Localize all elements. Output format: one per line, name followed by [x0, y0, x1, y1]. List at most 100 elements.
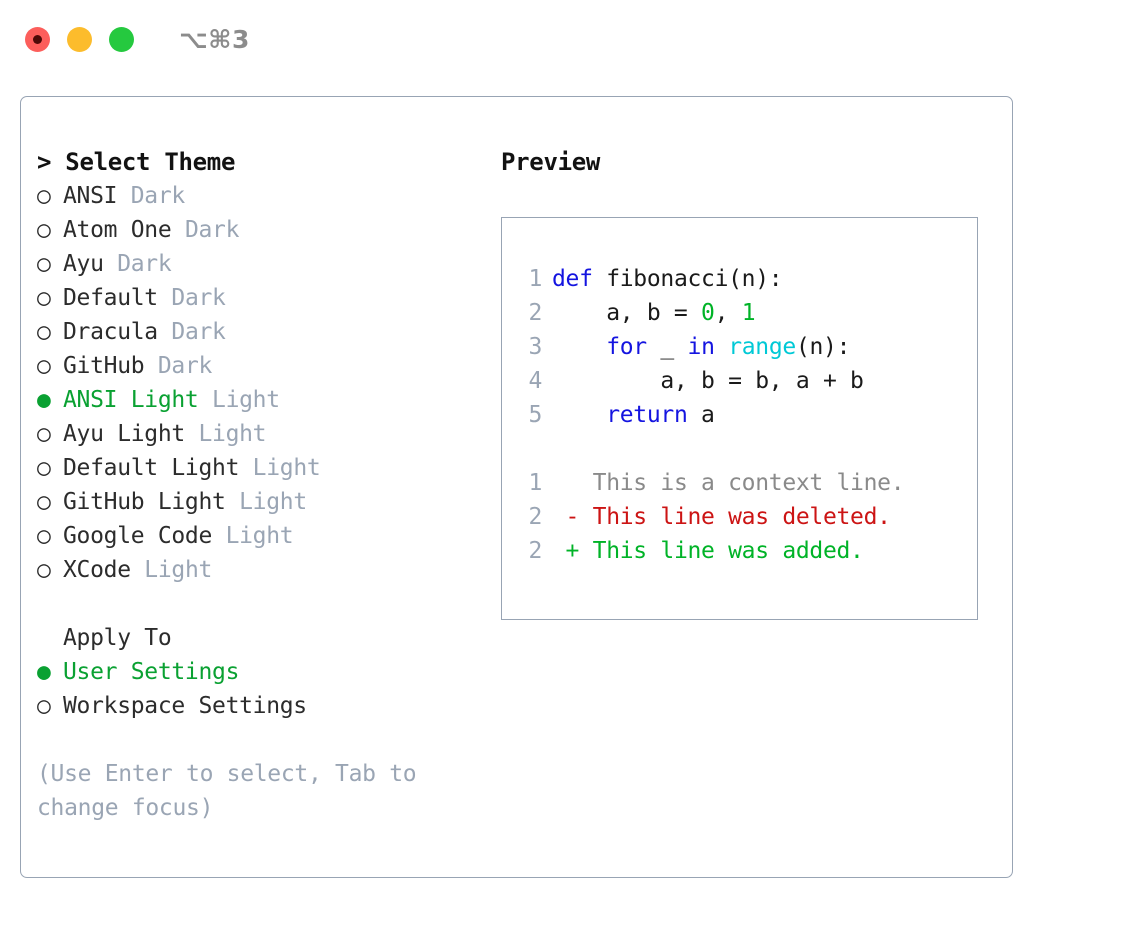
theme-option-google-code[interactable]: ○ Google Code Light [37, 519, 487, 553]
apply-to-option-user-settings[interactable]: ● User Settings [37, 655, 487, 689]
theme-option-ansi-light[interactable]: ● ANSI Light Light [37, 383, 487, 417]
code-token-num: 0 [701, 300, 715, 326]
apply-to-option-workspace-settings[interactable]: ○ Workspace Settings [37, 689, 487, 723]
line-number: 2 [528, 538, 542, 564]
theme-option-variant: Light [130, 557, 213, 583]
theme-option-label: Atom One [63, 217, 172, 243]
code-line: 5 return a [516, 398, 977, 432]
radio-empty-icon: ○ [37, 455, 51, 481]
minimize-button[interactable] [67, 26, 92, 52]
line-number: 1 [528, 470, 542, 496]
theme-option-variant: Dark [157, 285, 226, 311]
radio-selected-icon: ● [37, 387, 51, 413]
radio-empty-icon: ○ [37, 489, 51, 515]
diff-marker [552, 470, 593, 496]
diff-line-add: 2 + This line was added. [516, 534, 977, 568]
main-panel: > Select Theme ○ANSI Dark○Atom One Dark○… [20, 96, 1013, 878]
radio-empty-icon: ○ [37, 183, 51, 209]
radio-empty-icon: ○ [37, 353, 51, 379]
code-token-txt [552, 402, 606, 428]
theme-option-dracula[interactable]: ○Dracula Dark [37, 315, 487, 349]
theme-option-label: Google Code [63, 523, 213, 549]
theme-option-ansi[interactable]: ○ANSI Dark [37, 179, 487, 213]
keyboard-hint-text: (Use Enter to select, Tab to change focu… [37, 761, 417, 821]
line-number: 4 [528, 368, 542, 394]
radio-empty-icon: ○ [37, 285, 51, 311]
code-token-txt: a, b = b, a + b [552, 368, 864, 394]
code-token-txt [715, 334, 729, 360]
diff-text: This line was added. [592, 538, 864, 564]
code-token-txt: a [687, 402, 715, 428]
code-line: 2 a, b = 0, 1 [516, 296, 977, 330]
theme-option-label: GitHub [63, 353, 145, 379]
theme-option-default-light[interactable]: ○Default Light Light [37, 451, 487, 485]
code-token-fn: range [728, 334, 796, 360]
theme-option-label: Ayu Light [63, 421, 185, 447]
window-shortcut-label: ⌥⌘3 [179, 24, 250, 54]
code-token-txt: a, b = [552, 300, 702, 326]
theme-option-variant: Dark [171, 217, 240, 243]
theme-option-ayu-light[interactable]: ○Ayu Light Light [37, 417, 487, 451]
apply-to-option-label: Workspace Settings [63, 693, 307, 719]
line-number: 2 [528, 504, 542, 530]
radio-empty-icon: ○ [37, 251, 51, 277]
code-token-txt: (n): [795, 334, 851, 360]
apply-to-option-label: User Settings [63, 659, 240, 685]
theme-option-xcode[interactable]: ○ XCode Light [37, 553, 487, 587]
line-number: 2 [528, 300, 542, 326]
code-token-kw: return [606, 402, 688, 428]
theme-option-variant: Light [239, 455, 321, 481]
code-token-num: 1 [741, 300, 756, 326]
radio-selected-icon: ● [37, 659, 51, 685]
diff-marker: + [552, 538, 593, 564]
radio-empty-icon: ○ [37, 217, 51, 243]
diff-line-del: 2 - This line was deleted. [516, 500, 977, 534]
close-button[interactable] [25, 26, 50, 52]
code-token-kw: def [552, 266, 593, 292]
diff-line-ctx: 1 This is a context line. [516, 466, 977, 500]
radio-empty-icon: ○ [37, 693, 51, 719]
radio-empty-icon: ○ [37, 523, 51, 549]
theme-option-variant: Light [198, 387, 280, 413]
select-theme-heading: > Select Theme [37, 148, 236, 176]
theme-option-label: Default [63, 285, 158, 311]
theme-option-default[interactable]: ○ Default Dark [37, 281, 487, 315]
theme-option-variant: Dark [117, 183, 186, 209]
line-number: 3 [528, 334, 542, 360]
diff-text: This is a context line. [592, 470, 905, 496]
theme-option-label: ANSI Light [63, 387, 199, 413]
theme-option-label: Dracula [63, 319, 158, 345]
theme-option-label: Ayu [63, 251, 104, 277]
theme-option-variant: Dark [157, 319, 226, 345]
theme-option-variant: Light [184, 421, 267, 447]
apply-to-heading: Apply To [63, 625, 172, 651]
theme-option-github-light[interactable]: ○ GitHub Light Light [37, 485, 487, 519]
theme-option-variant: Dark [144, 353, 213, 379]
preview-heading: Preview [501, 148, 601, 176]
theme-option-ayu[interactable]: ○ Ayu Dark [37, 247, 487, 281]
diff-sample: 1 This is a context line.2 - This line w… [516, 466, 977, 568]
theme-option-variant: Light [225, 489, 307, 515]
code-line: 3 for _ in range(n): [516, 330, 977, 364]
code-token-txt: _ [646, 334, 688, 360]
zoom-button[interactable] [109, 26, 134, 52]
code-token-txt: fibonacci(n): [592, 266, 783, 292]
radio-empty-icon: ○ [37, 557, 51, 583]
theme-option-label: GitHub Light [63, 489, 226, 515]
theme-option-github[interactable]: ○ GitHub Dark [37, 349, 487, 383]
title-bar: ⌥⌘3 [0, 0, 1140, 78]
diff-marker: - [552, 504, 593, 530]
theme-option-variant: Dark [103, 251, 172, 277]
theme-option-atom-one[interactable]: ○ Atom One Dark [37, 213, 487, 247]
theme-option-label: XCode [63, 557, 131, 583]
theme-option-variant: Light [212, 523, 294, 549]
traffic-light-group [25, 26, 134, 52]
code-diff-separator [516, 432, 977, 466]
code-token-txt: , [714, 300, 742, 326]
apply-to-option-list: ● User Settings ○ Workspace Settings [37, 655, 487, 723]
